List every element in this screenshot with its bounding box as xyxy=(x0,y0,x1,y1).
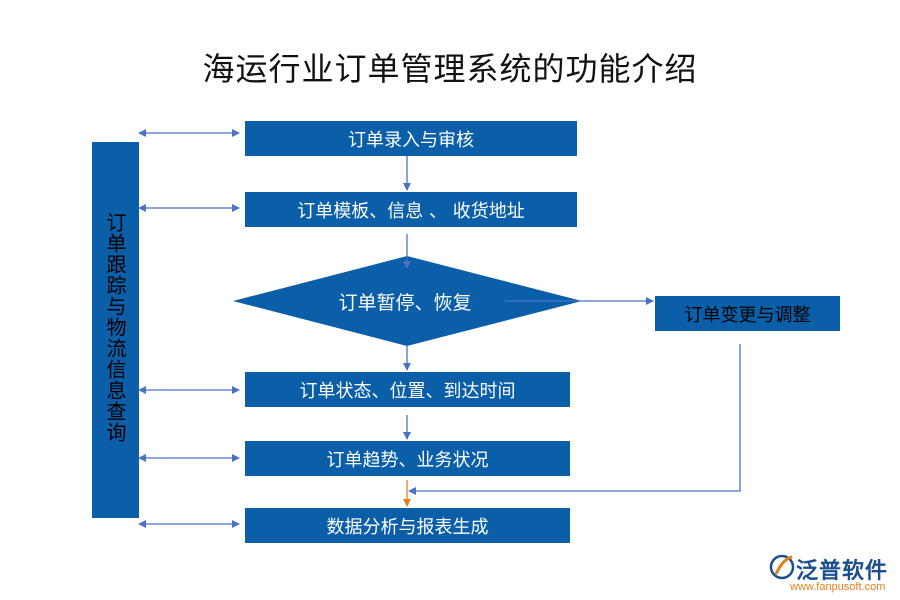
logo-icon xyxy=(769,554,795,580)
tracking-side-bar[interactable]: 订单跟踪与物流信息查询 xyxy=(92,142,139,518)
step-order-entry[interactable]: 订单录入与审核 xyxy=(245,121,577,156)
step-label: 订单状态、位置、到达时间 xyxy=(299,380,516,402)
branch-label: 订单变更与调整 xyxy=(684,304,811,326)
branch-order-change[interactable]: 订单变更与调整 xyxy=(655,296,840,331)
step-label: 订单录入与审核 xyxy=(348,129,474,151)
logo-name: 泛普软件 xyxy=(796,559,889,584)
step-label: 数据分析与报表生成 xyxy=(326,516,489,538)
step-order-template[interactable]: 订单模板、信息 、 收货地址 xyxy=(245,192,577,227)
step-order-status[interactable]: 订单状态、位置、到达时间 xyxy=(245,372,570,407)
pause-resume-diamond xyxy=(233,256,582,346)
step-order-trend[interactable]: 订单趋势、业务状况 xyxy=(245,441,570,476)
arrow-change-feedback xyxy=(408,344,741,495)
step-data-analysis[interactable]: 数据分析与报表生成 xyxy=(245,508,570,543)
step-label: 订单模板、信息 、 收货地址 xyxy=(297,200,525,222)
side-label: 订单跟踪与物流信息查询 xyxy=(103,212,127,443)
page-title: 海运行业订单管理系统的功能介绍 xyxy=(202,50,698,88)
step-label: 订单趋势、业务状况 xyxy=(326,449,489,471)
logo-url: www.fanpusoft.com xyxy=(790,581,886,593)
diamond-label: 订单暂停、恢复 xyxy=(338,291,472,314)
